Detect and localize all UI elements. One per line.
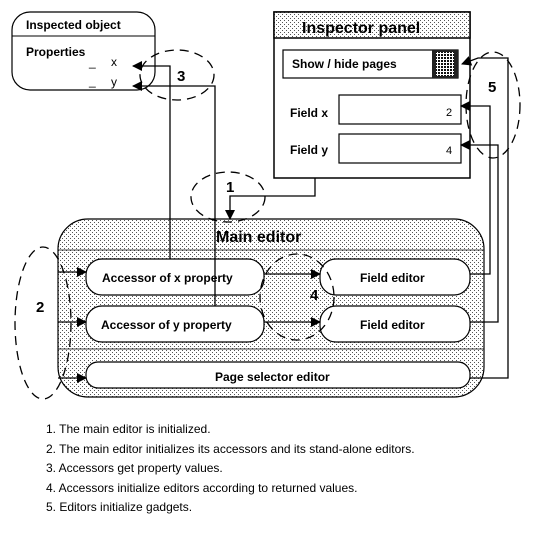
prop-y-dash: _ [88, 74, 96, 88]
field-x-input[interactable] [338, 94, 462, 125]
step-1-number: 1 [226, 179, 234, 196]
field-y-input[interactable] [338, 133, 462, 164]
inspected-object-title: Inspected object [26, 18, 121, 32]
step-4-number: 4 [310, 287, 319, 304]
field-editor-2-label: Field editor [360, 318, 425, 332]
inspector-panel-title: Inspector panel [302, 20, 420, 37]
page-selector-label: Page selector editor [215, 370, 330, 384]
step-4-highlight [259, 253, 335, 341]
connectors [58, 56, 509, 383]
field-y-value: 4 [446, 145, 452, 157]
arrow-accessor-x-to-prop-x [132, 61, 171, 259]
field-y-label: Field y [290, 143, 328, 157]
arrow-field-editor-2-to-field-y [460, 140, 499, 323]
dropdown-hatch-icon [436, 52, 454, 76]
main-editor-box: Main editor Accessor of x property Acces… [57, 218, 485, 398]
caption-2: 2. The main editor initializes its acces… [46, 442, 415, 456]
accessor-x-box [85, 258, 265, 296]
step-3-highlight [139, 49, 215, 101]
show-hide-pages-combo[interactable] [282, 49, 459, 79]
arrow-panel-to-main-editor [225, 178, 316, 220]
caption-4: 4. Accessors initialize editors accordin… [46, 481, 358, 495]
caption-1: 1. The main editor is initialized. [46, 422, 211, 436]
step-5-highlight [465, 51, 521, 159]
prop-y-label: y [111, 75, 117, 89]
step-2-highlight [14, 246, 72, 400]
show-hide-pages-label: Show / hide pages [292, 57, 397, 71]
caption-5: 5. Editors initialize gadgets. [46, 500, 192, 514]
field-x-value: 2 [446, 107, 452, 119]
inspector-panel: Inspector panel Show / hide pages Field … [273, 11, 471, 179]
prop-x-label: x [111, 55, 117, 69]
captions-list: 1. The main editor is initialized. 2. Th… [46, 422, 415, 514]
caption-3: 3. Accessors get property values. [46, 461, 223, 475]
step-2-number: 2 [36, 299, 44, 316]
accessor-y-label: Accessor of y property [101, 318, 232, 332]
field-editor-1-label: Field editor [360, 271, 425, 285]
step-5-number: 5 [488, 79, 496, 96]
step-1-highlight [190, 171, 266, 223]
arrow-page-selector-to-show-hide [461, 56, 509, 379]
arrow-field-editor-1-to-field-x [460, 101, 491, 275]
step-3-number: 3 [177, 68, 185, 85]
accessor-x-label: Accessor of x property [102, 271, 233, 285]
prop-x-dash: _ [88, 55, 96, 69]
arrow-accessor-y-to-prop-y [132, 81, 216, 306]
field-x-label: Field x [290, 106, 328, 120]
main-editor-title: Main editor [216, 229, 301, 246]
inspected-object-box: Inspected object Properties _ _ x y [11, 11, 156, 91]
properties-label: Properties [26, 45, 86, 59]
